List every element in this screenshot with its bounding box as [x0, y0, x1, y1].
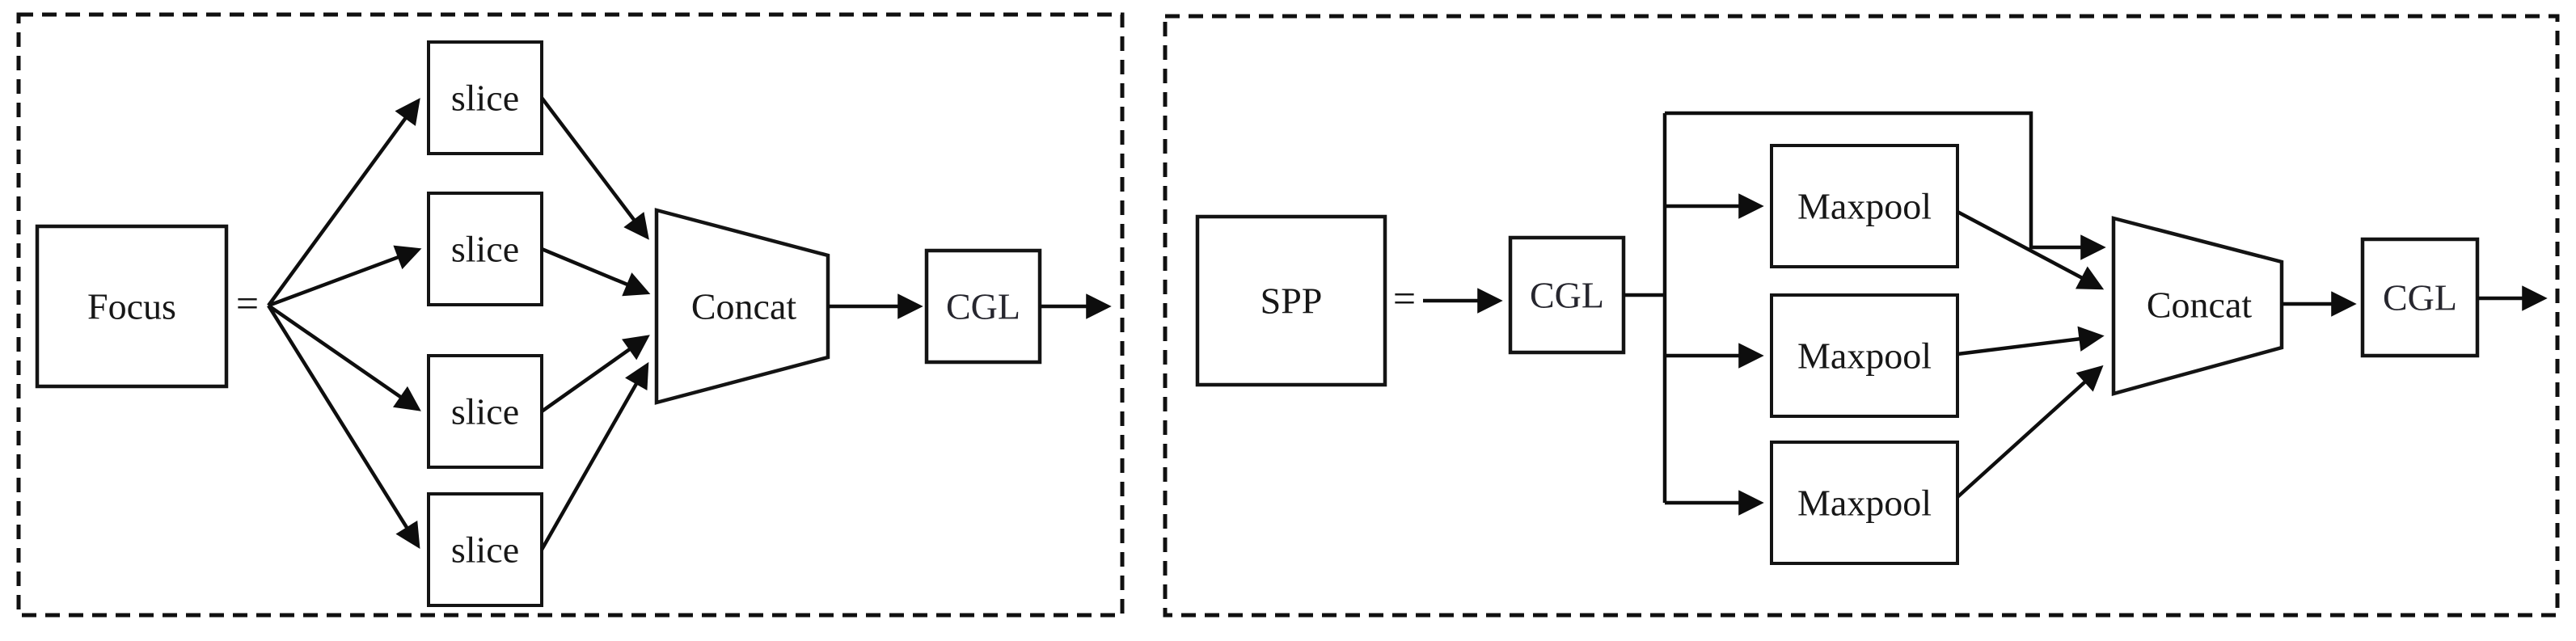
maxpool-label-3: Maxpool — [1797, 483, 1932, 524]
cgl-in-node — [1508, 235, 1626, 355]
bypass-line-to-concat — [1665, 111, 2106, 260]
maxpool-label-1: Maxpool — [1797, 186, 1932, 227]
cgl-label: CGL — [946, 286, 1020, 327]
concat-label: Concat — [691, 286, 797, 327]
cgl-out-label: CGL — [2383, 277, 2457, 318]
arrow-slice-3-to-concat — [540, 335, 650, 413]
slice-node-2 — [427, 192, 543, 306]
maxpool-label-2: Maxpool — [1797, 335, 1932, 377]
maxpool-node-2 — [1770, 293, 1959, 418]
maxpool-node-1 — [1770, 144, 1959, 268]
slice-node-3 — [427, 354, 543, 469]
slice-label-1: slice — [451, 78, 519, 119]
arrow-maxpool-3-to-concat — [1956, 365, 2104, 499]
cgl-in-label: CGL — [1530, 275, 1604, 316]
focus-panel-dashed-border — [16, 12, 1125, 618]
arrow-focus-to-slice-2 — [268, 245, 422, 308]
cgl-out-node — [2360, 237, 2480, 358]
arrow-slice-2-to-concat — [541, 247, 651, 297]
arrow-slice-1-to-concat — [540, 96, 649, 240]
equals-sign: = — [1393, 276, 1416, 321]
arrow-focus-to-slice-3 — [267, 304, 421, 411]
arrow-maxpool-2-to-concat — [1957, 326, 2105, 356]
arrow-maxpool-1-to-concat — [1956, 210, 2105, 290]
maxpool-node-3 — [1770, 441, 1959, 565]
focus-label: Focus — [87, 286, 176, 327]
focus-module-panel: Focus = slice slice slice slice Concat C… — [16, 12, 1125, 618]
concat-node — [654, 208, 830, 405]
slice-label-2: slice — [451, 229, 519, 270]
arrow-slice-4-to-concat — [540, 361, 649, 551]
slice-label-3: slice — [451, 391, 519, 432]
spp-module-panel: SPP = CGL Maxpool Maxpool Maxpool Concat… — [1163, 14, 2560, 618]
spp-node — [1195, 214, 1387, 387]
cgl-node — [924, 248, 1042, 365]
equals-sign: = — [236, 280, 259, 326]
spp-panel-dashed-border — [1163, 14, 2560, 618]
concat-label: Concat — [2147, 285, 2253, 326]
focus-node — [35, 224, 229, 389]
arrow-focus-to-slice-1 — [267, 98, 420, 307]
arrow-focus-to-slice-4 — [267, 304, 420, 550]
concat-node — [2111, 216, 2284, 396]
spp-label: SPP — [1261, 280, 1323, 322]
slice-label-4: slice — [451, 529, 519, 571]
